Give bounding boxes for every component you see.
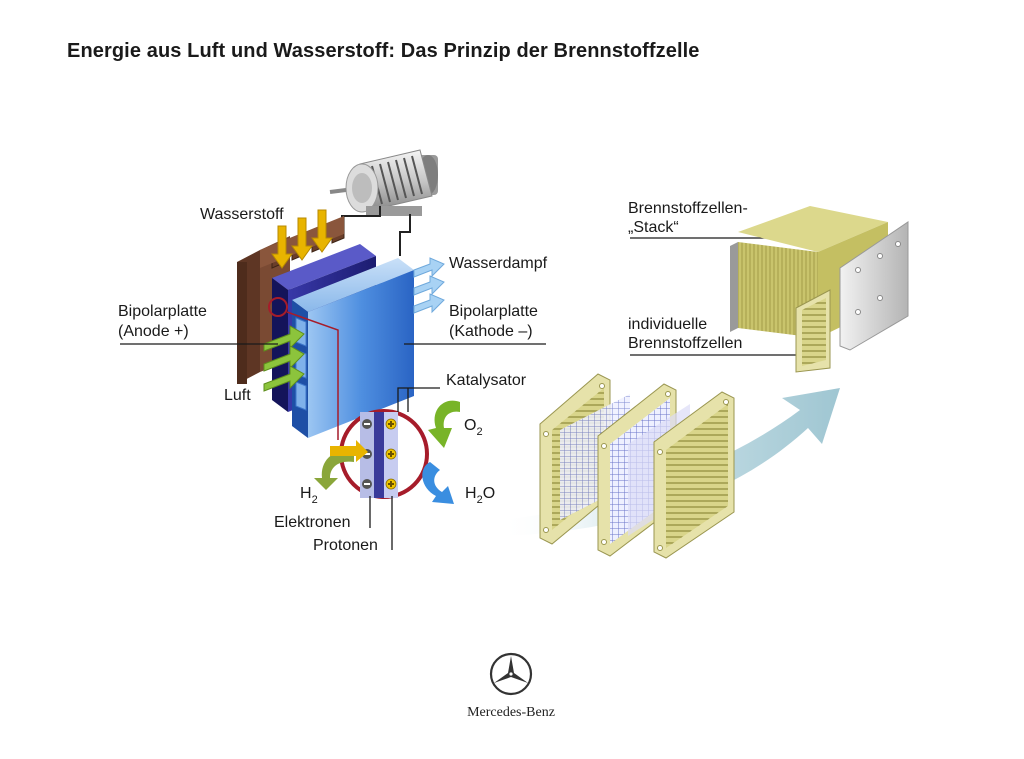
label-bipolar-kathode-2: (Kathode –) <box>449 323 533 340</box>
label-individuelle-2: Brennstoffzellen <box>628 335 742 352</box>
label-individuelle-1: individuelle <box>628 316 707 333</box>
fuel-cell-stack <box>730 206 909 373</box>
label-wasserdampf: Wasserdampf <box>449 255 548 272</box>
label-protonen: Protonen <box>313 537 378 554</box>
label-h2o: H2O <box>465 485 495 506</box>
label-bipolar-anode-2: (Anode +) <box>118 323 189 340</box>
label-bipolar-anode-1: Bipolarplatte <box>118 303 207 320</box>
leader-lines <box>120 237 800 550</box>
label-bipolar-kathode-1: Bipolarplatte <box>449 303 538 320</box>
label-stack-1: Brennstoffzellen- <box>628 200 748 217</box>
label-luft: Luft <box>224 387 251 404</box>
h2o-arrow-icon <box>422 462 454 504</box>
zoom-connector <box>286 311 339 440</box>
h2-arrow-icon <box>314 449 354 490</box>
mercedes-benz-logo <box>489 652 533 696</box>
electric-motor-icon <box>329 149 438 216</box>
hydrogen-arrows-icon <box>271 209 333 269</box>
detail-marker <box>268 297 288 317</box>
page-title: Energie aus Luft und Wasserstoff: Das Pr… <box>67 40 700 62</box>
h2-yellow-arrow-icon <box>330 440 368 462</box>
cell-plate-3 <box>653 391 735 559</box>
label-stack-2: „Stack“ <box>628 219 679 236</box>
air-arrows-icon <box>263 325 305 392</box>
wire-kathode <box>399 214 411 256</box>
brand-name: Mercedes-Benz <box>467 705 555 720</box>
label-elektronen: Elektronen <box>274 514 351 531</box>
o2-arrow-icon <box>428 400 460 448</box>
steam-arrows-icon <box>413 257 445 314</box>
label-h2: H2 <box>300 485 318 506</box>
label-katalysator: Katalysator <box>446 372 527 389</box>
label-o2: O2 <box>464 417 483 438</box>
label-wasserstoff: Wasserstoff <box>200 206 284 223</box>
